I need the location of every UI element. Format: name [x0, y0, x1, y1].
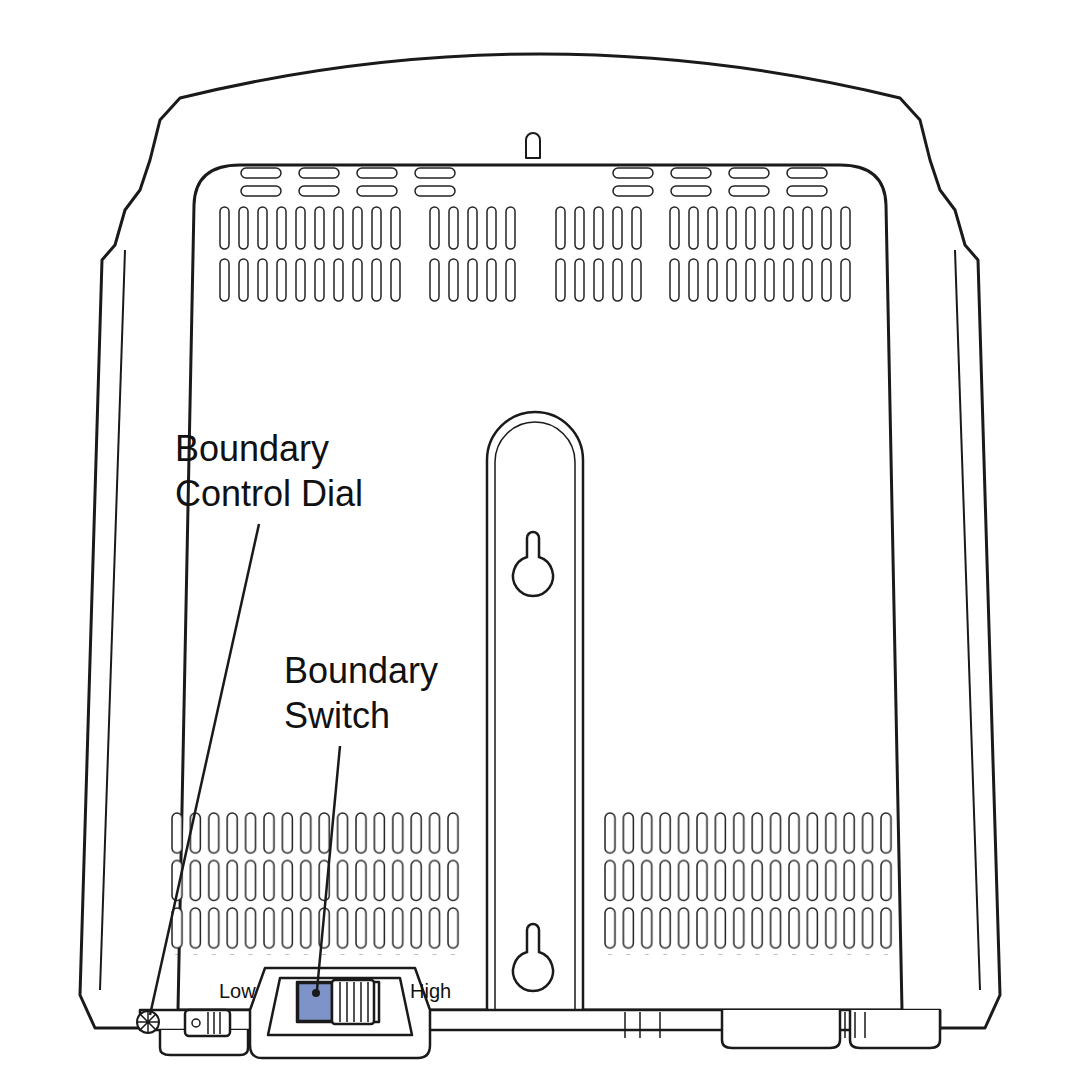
- hang-notch: [526, 133, 540, 158]
- switch-end-label: Low: [219, 979, 267, 1004]
- boundary-control-dial: [137, 1011, 159, 1033]
- vent-slots-top: [555, 206, 650, 304]
- switch-dot: [312, 989, 320, 997]
- switch-knob: [332, 980, 374, 1024]
- jack: [185, 1010, 230, 1036]
- vent-slots-top: [429, 206, 524, 304]
- housing-side-line-left: [100, 250, 125, 990]
- switch-bezel: [268, 978, 412, 1035]
- housing-outline: [80, 54, 1000, 1028]
- leader-line: [317, 746, 340, 990]
- foot: [722, 1010, 840, 1048]
- switch-end-label: High: [410, 979, 470, 1004]
- jack-hole: [192, 1019, 200, 1027]
- housing-side-line-right: [955, 250, 980, 990]
- boundary-switch: [250, 968, 430, 1058]
- dial-teeth: [137, 1011, 159, 1033]
- connector-stub: [625, 1012, 865, 1038]
- rib-outer: [487, 412, 583, 1010]
- jack-ribs: [208, 1012, 220, 1034]
- switch-bracket: [250, 968, 430, 1058]
- mount-rib: [487, 412, 583, 1010]
- vent-slots-bottom: [604, 812, 898, 955]
- part-label: Boundary Control Dial: [175, 426, 437, 516]
- vent-slots-top: [219, 206, 409, 304]
- switch-knob-ribs: [340, 982, 368, 1022]
- vent-slots-bottom: [171, 812, 465, 955]
- vent-pills: [240, 167, 472, 197]
- part-label: Boundary Switch: [284, 648, 484, 738]
- keyhole: [513, 532, 553, 596]
- leader-line: [150, 524, 259, 1015]
- vent-slots-top: [669, 206, 859, 304]
- rib-inner: [495, 422, 575, 1010]
- leader-lines: [150, 524, 340, 1015]
- vent-pills: [612, 167, 844, 197]
- housing: [80, 54, 1000, 1028]
- keyhole: [513, 924, 553, 991]
- foot: [850, 1010, 940, 1048]
- switch-slider: [298, 983, 332, 1021]
- dial-wheel: [137, 1011, 159, 1033]
